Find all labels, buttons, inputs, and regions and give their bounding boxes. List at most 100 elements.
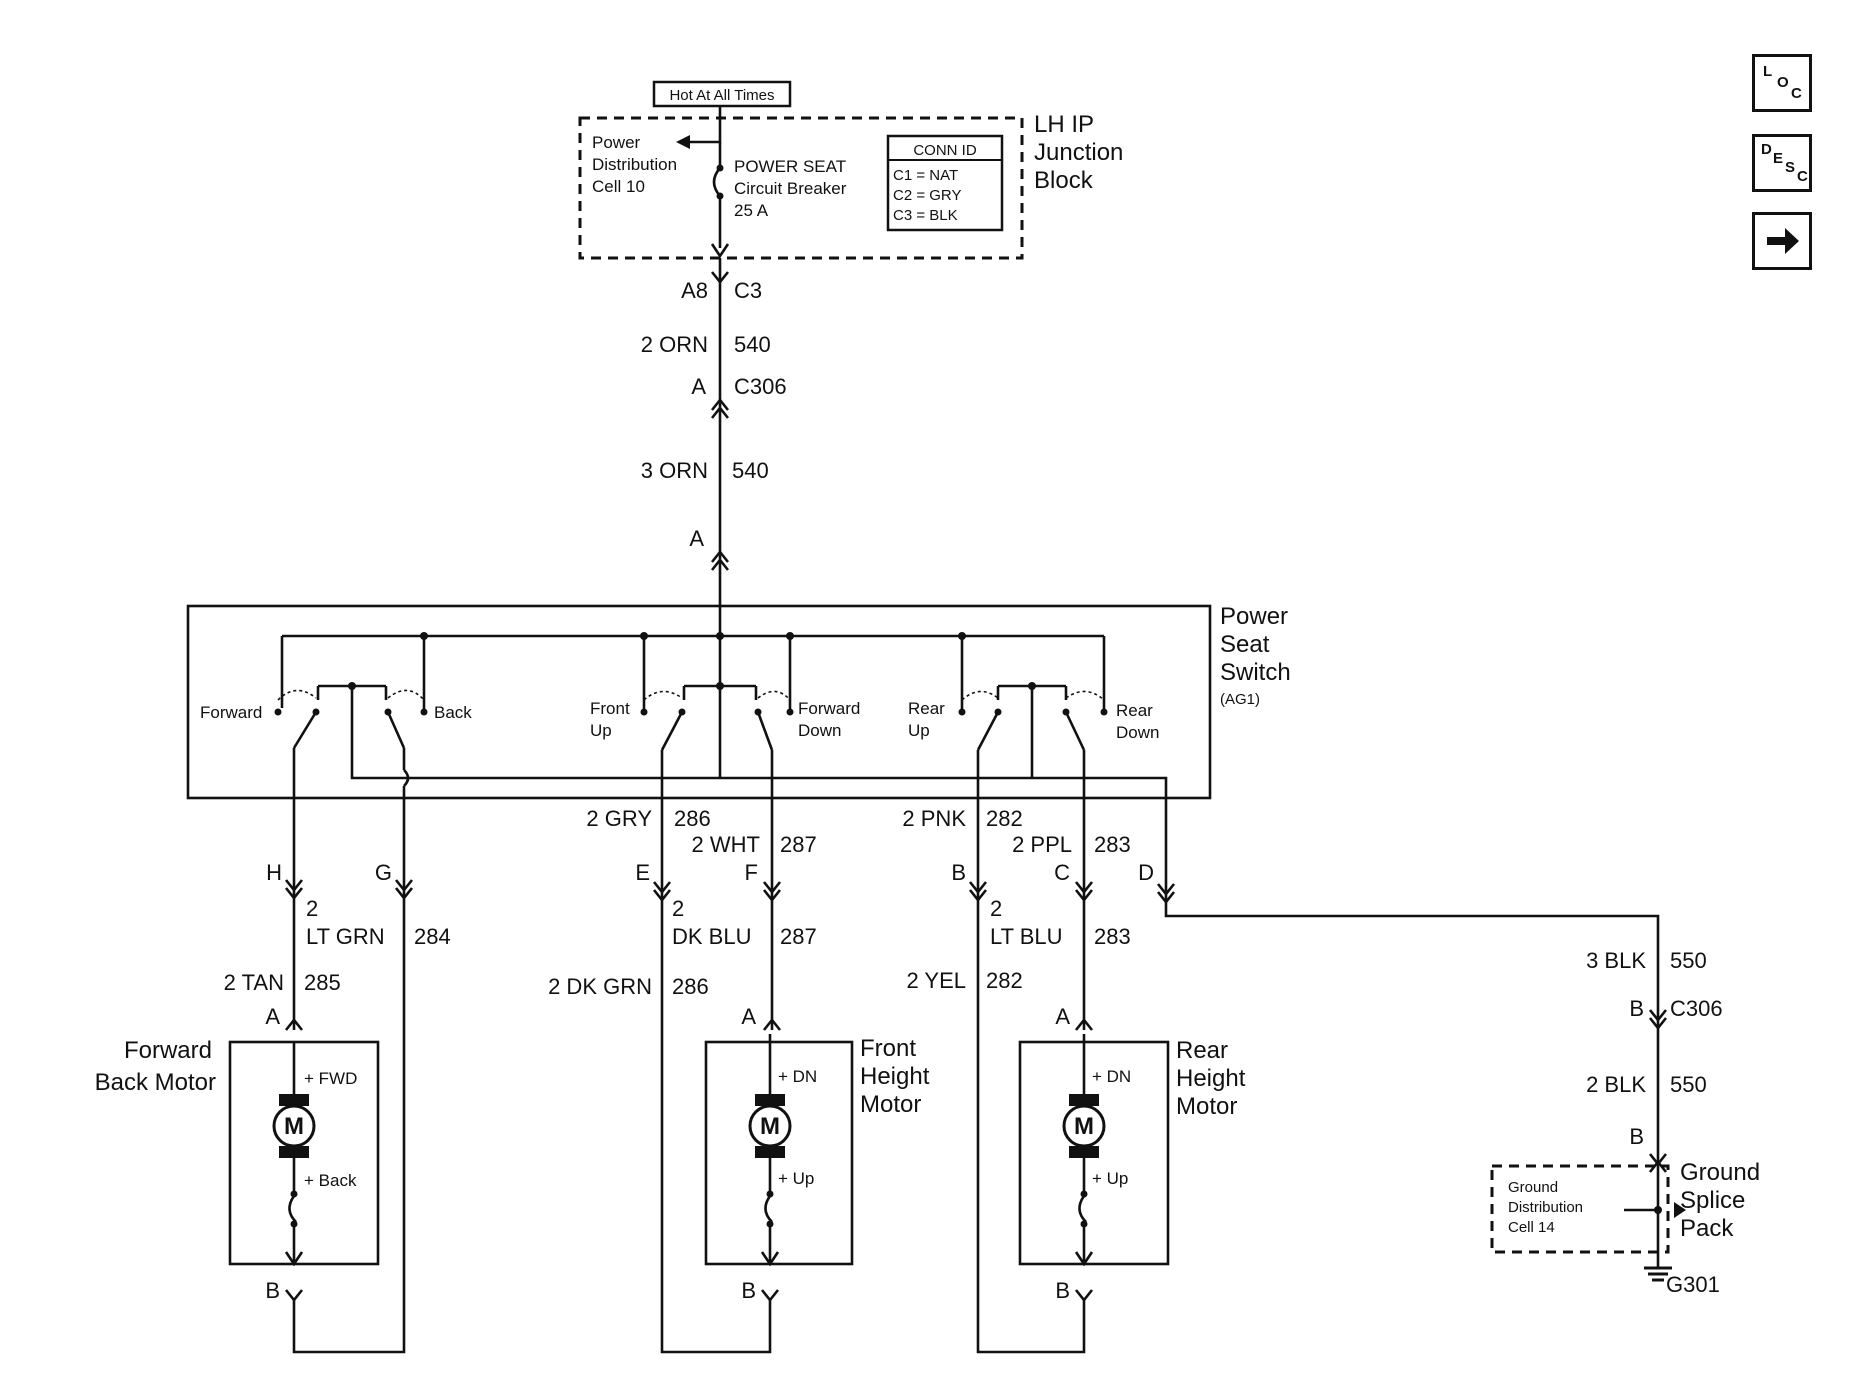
svg-text:Motor: Motor <box>1176 1093 1237 1120</box>
circuit-282-lower: 282 <box>986 968 1023 993</box>
pin-g: G <box>375 860 392 885</box>
ground-distribution-label: Ground Distribution Cell 14 <box>1508 1179 1583 1236</box>
wire-color-2-ppl: 2 PPL <box>1012 832 1072 857</box>
svg-text:Cell 10: Cell 10 <box>592 177 645 196</box>
svg-text:DK BLU: DK BLU <box>672 924 751 949</box>
svg-text:LT BLU: LT BLU <box>990 924 1063 949</box>
circuit-283-upper: 283 <box>1094 832 1131 857</box>
loc-button[interactable]: L O C <box>1752 54 1812 112</box>
wire-color-2-yel: 2 YEL <box>906 968 966 993</box>
svg-text:Motor: Motor <box>860 1091 921 1118</box>
wire-color-2-wht: 2 WHT <box>692 832 760 857</box>
svg-text:Down: Down <box>798 721 841 740</box>
circuit-540-lower: 540 <box>732 458 769 483</box>
desc-letter-s: S <box>1785 159 1796 176</box>
desc-letter-c: C <box>1797 168 1808 185</box>
svg-text:Power: Power <box>592 133 641 152</box>
svg-text:LT GRN: LT GRN <box>306 924 385 949</box>
svg-text:Back Motor: Back Motor <box>95 1069 216 1096</box>
svg-text:Height: Height <box>860 1063 930 1090</box>
pin-b-front-motor: B <box>741 1278 756 1303</box>
wire-label-lt-blu: 2 LT BLU <box>990 896 1063 949</box>
svg-text:Block: Block <box>1034 167 1094 194</box>
svg-text:Up: Up <box>908 721 930 740</box>
forward-back-motor: M <box>228 1040 380 1267</box>
circuit-550-lower: 550 <box>1670 1072 1707 1097</box>
pin-b-fb-motor: B <box>265 1278 280 1303</box>
svg-text:2: 2 <box>990 896 1002 921</box>
svg-text:Rear: Rear <box>908 699 945 718</box>
svg-text:M: M <box>760 1113 780 1140</box>
svg-text:CONN ID: CONN ID <box>913 142 977 159</box>
switch-rear <box>958 690 1108 751</box>
pin-a-c306: A <box>691 374 706 399</box>
svg-text:Distribution: Distribution <box>1508 1199 1583 1216</box>
junction-block-title: LH IP Junction Block <box>1034 111 1123 194</box>
svg-text:Distribution: Distribution <box>592 155 677 174</box>
conn-c3: C3 <box>734 278 762 303</box>
switch-ground-bus <box>316 606 1168 896</box>
label-forward-down: Forward Down <box>798 699 860 740</box>
svg-text:Splice: Splice <box>1680 1187 1745 1214</box>
label-rear-down: Rear Down <box>1116 701 1159 742</box>
circuit-285: 285 <box>304 970 341 995</box>
label-back-motor: + Back <box>304 1171 357 1190</box>
forward-back-motor-title: Forward Back Motor <box>95 1037 216 1096</box>
svg-text:C1 = NAT: C1 = NAT <box>893 167 958 184</box>
svg-text:C3 = BLK: C3 = BLK <box>893 207 958 224</box>
ground-g301: G301 <box>1666 1272 1720 1297</box>
svg-text:LH IP: LH IP <box>1034 111 1094 138</box>
wire-label-dk-blu: 2 DK BLU <box>672 896 751 949</box>
switch-front <box>640 690 794 751</box>
wire-color-2-gry: 2 GRY <box>586 806 652 831</box>
circuit-breaker <box>710 142 730 259</box>
loc-letter-l: L <box>1763 63 1773 80</box>
label-dn-front: + DN <box>778 1067 817 1086</box>
switch-supply-bus <box>280 632 1106 712</box>
pin-e: E <box>635 860 650 885</box>
svg-text:Rear: Rear <box>1116 701 1153 720</box>
hot-label-box: Hot At All Times <box>652 80 792 108</box>
feed-wire <box>710 258 730 606</box>
power-distribution-label: Power Distribution Cell 10 <box>592 133 677 196</box>
svg-text:Switch: Switch <box>1220 659 1291 686</box>
front-height-motor-title: Front Height Motor <box>860 1035 930 1118</box>
desc-button[interactable]: D E S C <box>1752 134 1812 192</box>
circuit-540-upper: 540 <box>734 332 771 357</box>
pin-a8: A8 <box>681 278 708 303</box>
circuit-286-lower: 286 <box>672 974 709 999</box>
svg-text:(AG1): (AG1) <box>1220 691 1260 708</box>
power-distribution-wire <box>688 106 722 144</box>
conn-c306-lower: C306 <box>1670 996 1723 1021</box>
circuit-287-upper: 287 <box>780 832 817 857</box>
svg-text:Circuit Breaker: Circuit Breaker <box>734 179 847 198</box>
pin-h: H <box>266 860 282 885</box>
conn-c306-upper: C306 <box>734 374 787 399</box>
label-forward: Forward <box>200 703 262 722</box>
power-seat-switch-outline <box>186 604 1212 800</box>
svg-text:Pack: Pack <box>1680 1215 1734 1242</box>
svg-text:Power: Power <box>1220 603 1288 630</box>
ground-icon <box>1644 1252 1672 1282</box>
rear-height-motor: M <box>1018 1034 1170 1267</box>
svg-text:2: 2 <box>672 896 684 921</box>
svg-text:Seat: Seat <box>1220 631 1270 658</box>
label-up-rear: + Up <box>1092 1169 1128 1188</box>
pin-c: C <box>1054 860 1070 885</box>
svg-text:C2 = GRY: C2 = GRY <box>893 187 962 204</box>
pin-d: D <box>1138 860 1154 885</box>
svg-text:Front: Front <box>860 1035 916 1062</box>
pin-b-rear-motor: B <box>1055 1278 1070 1303</box>
svg-text:Forward: Forward <box>124 1037 212 1064</box>
svg-text:2: 2 <box>306 896 318 921</box>
wire-color-3-blk: 3 BLK <box>1586 948 1646 973</box>
wire-color-2-dk-grn: 2 DK GRN <box>548 974 652 999</box>
next-button[interactable] <box>1752 212 1812 270</box>
svg-text:Forward: Forward <box>798 699 860 718</box>
hot-label: Hot At All Times <box>669 87 774 104</box>
svg-text:Cell 14: Cell 14 <box>1508 1219 1555 1236</box>
pin-a-fb-motor: A <box>265 1004 280 1029</box>
ground-splice-title: Ground Splice Pack <box>1680 1159 1760 1242</box>
pin-b-splice: B <box>1629 1124 1644 1149</box>
